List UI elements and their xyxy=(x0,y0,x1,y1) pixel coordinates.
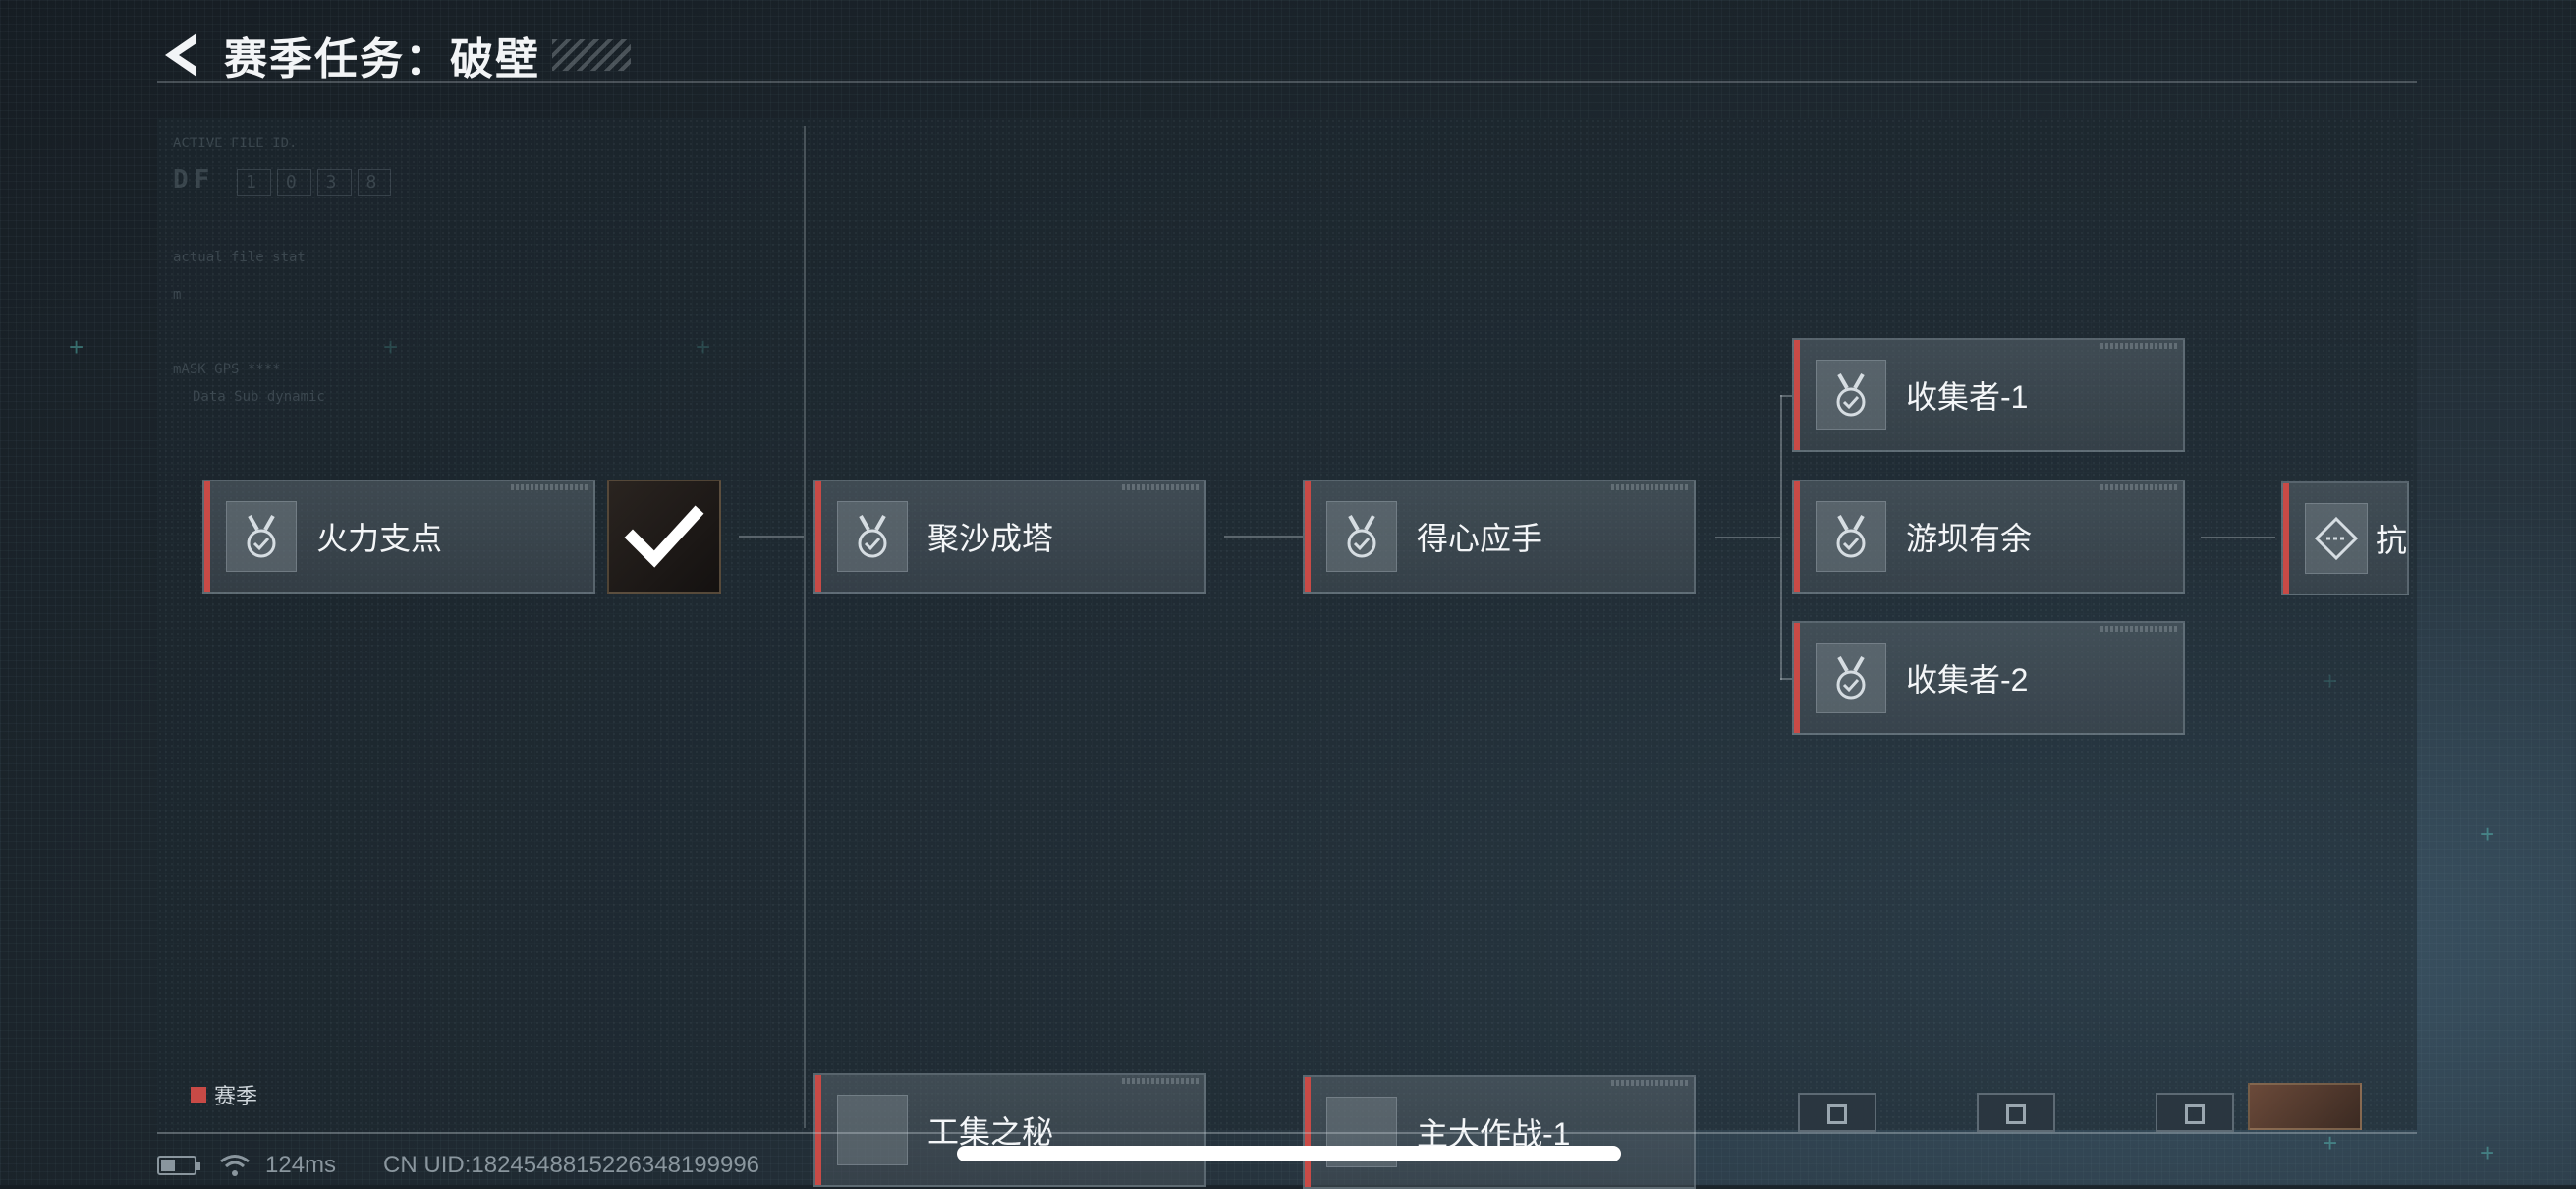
medal-icon xyxy=(837,501,908,572)
season-accent-bar xyxy=(1305,481,1311,592)
season-legend-swatch xyxy=(191,1087,206,1103)
task-card-collector-1[interactable]: 收集者-1 xyxy=(1792,338,2185,452)
task-label: 游坝有余 xyxy=(1906,521,2033,556)
connector-line xyxy=(1780,395,1782,680)
crosshair-icon: + xyxy=(69,332,84,362)
season-accent-bar xyxy=(815,1075,821,1185)
connector-line xyxy=(1780,395,1792,397)
status-bar: 124ms CN UID:1824548815226348199996 xyxy=(157,1152,759,1179)
task-card-gather-sand[interactable]: 聚沙成塔 xyxy=(813,480,1206,594)
season-accent-bar xyxy=(1794,340,1800,450)
column-divider xyxy=(804,126,806,1128)
home-indicator[interactable] xyxy=(957,1146,1621,1161)
connector-line xyxy=(739,536,804,538)
lock-icon xyxy=(1827,1104,1847,1124)
task-label: 收集者-2 xyxy=(1906,662,2029,698)
completed-reward[interactable] xyxy=(607,480,721,594)
locked-node[interactable] xyxy=(2156,1093,2234,1132)
season-accent-bar xyxy=(2283,483,2289,594)
medal-icon xyxy=(1816,360,1886,430)
task-tree-panel[interactable] xyxy=(157,118,2417,1130)
chevron-left-icon xyxy=(165,33,196,77)
card-tag xyxy=(2100,484,2177,490)
card-tag xyxy=(1122,484,1199,490)
faint-label: ACTIVE FILE ID. xyxy=(173,136,298,151)
task-label: 工集之秘 xyxy=(927,1114,1054,1150)
battery-icon xyxy=(157,1156,200,1175)
card-tag xyxy=(2100,343,2177,349)
medal-icon xyxy=(226,501,297,572)
task-card-bottom-2[interactable]: 主大作战-1 xyxy=(1303,1075,1696,1189)
task-label: 收集者-1 xyxy=(1906,379,2029,415)
season-accent-bar xyxy=(1794,481,1800,592)
season-accent-bar xyxy=(204,481,210,592)
connector-line xyxy=(1715,537,1780,538)
card-tag xyxy=(1122,1078,1199,1084)
title-decoration xyxy=(552,39,631,71)
connector-line xyxy=(2201,537,2275,538)
df-digit: 0 xyxy=(276,169,311,196)
lock-icon xyxy=(2006,1104,2026,1124)
back-button[interactable] xyxy=(157,28,204,83)
faint-label: m xyxy=(173,287,182,303)
medal-icon xyxy=(1816,501,1886,572)
header-divider xyxy=(157,81,2417,83)
task-label: 抗 xyxy=(2375,523,2407,558)
medal-icon xyxy=(837,1095,908,1165)
task-label: 聚沙成塔 xyxy=(927,521,1054,556)
season-accent-bar xyxy=(815,481,821,592)
lock-icon xyxy=(2185,1104,2205,1124)
bottom-card-clip: 工集之秘 xyxy=(813,1073,1206,1187)
task-label: 火力支点 xyxy=(316,521,443,556)
df-digit: 1 xyxy=(236,169,271,196)
page-header: 赛季任务：破壁 xyxy=(157,26,631,85)
faint-label: mASK GPS **** xyxy=(173,362,281,377)
df-digit: 3 xyxy=(316,169,352,196)
bottom-card-clip: 主大作战-1 xyxy=(1303,1075,1696,1189)
diamond-icon xyxy=(2305,503,2368,574)
footer-divider xyxy=(157,1132,2417,1134)
connector-line xyxy=(1780,678,1792,680)
ping-value: 124ms xyxy=(265,1152,337,1178)
task-card-fire-support[interactable]: 火力支点 xyxy=(202,480,595,594)
card-tag xyxy=(1611,1080,1688,1086)
page-title: 赛季任务：破壁 xyxy=(224,35,540,84)
locked-node[interactable] xyxy=(1798,1093,1876,1132)
crosshair-icon: + xyxy=(2323,1128,2338,1158)
season-accent-bar xyxy=(1305,1077,1311,1187)
reward-thumbnail[interactable] xyxy=(2248,1083,2362,1130)
faint-label: actual file stat xyxy=(173,250,306,265)
crosshair-icon: + xyxy=(2480,820,2495,849)
df-prefix: DF xyxy=(173,165,216,195)
wifi-icon xyxy=(220,1155,250,1176)
task-card-collector-2[interactable]: 收集者-2 xyxy=(1792,621,2185,735)
legend: 赛季 xyxy=(191,1079,257,1110)
task-card-proficient[interactable]: 得心应手 xyxy=(1303,480,1696,594)
task-card-next[interactable]: 抗 xyxy=(2281,481,2409,595)
locked-node[interactable] xyxy=(1977,1093,2055,1132)
checkmark-icon xyxy=(624,505,704,568)
faint-label: Data Sub dynamic xyxy=(193,389,325,405)
legend-label: 赛季 xyxy=(214,1084,258,1108)
task-label: 得心应手 xyxy=(1417,521,1543,556)
card-tag xyxy=(2100,626,2177,632)
df-digit: 8 xyxy=(357,169,392,196)
medal-icon xyxy=(1326,501,1397,572)
user-uid: CN UID:1824548815226348199996 xyxy=(383,1152,760,1178)
medal-icon xyxy=(1816,643,1886,713)
card-tag xyxy=(1611,484,1688,490)
connector-line xyxy=(1224,536,1303,538)
card-tag xyxy=(511,484,588,490)
season-accent-bar xyxy=(1794,623,1800,733)
crosshair-icon: + xyxy=(2480,1138,2495,1167)
task-card-dam-leisure[interactable]: 游坝有余 xyxy=(1792,480,2185,594)
task-card-bottom-1[interactable]: 工集之秘 xyxy=(813,1073,1206,1187)
